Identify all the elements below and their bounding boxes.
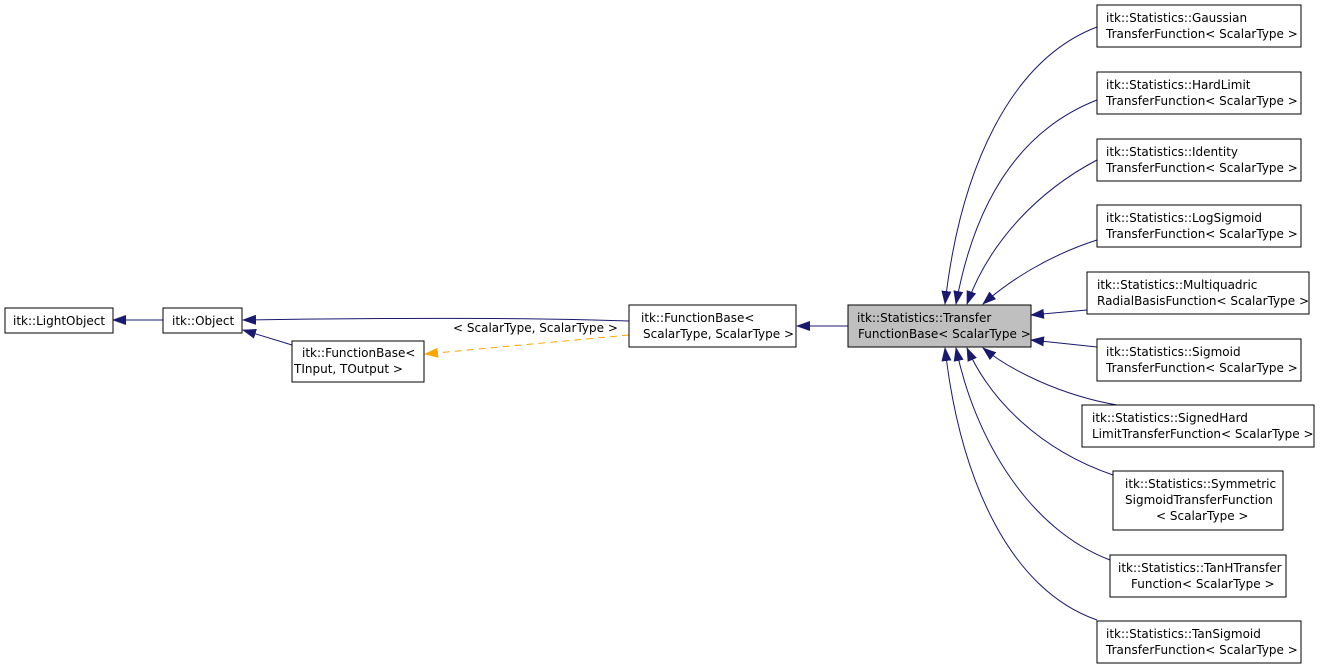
edge-logsigmoid-to-base xyxy=(982,239,1098,305)
svg-text:itk::Statistics::TanSigmoid: itk::Statistics::TanSigmoid xyxy=(1106,627,1261,641)
svg-text:itk::FunctionBase<: itk::FunctionBase< xyxy=(641,311,754,325)
node-gaussian-transfer-function[interactable]: itk::Statistics::Gaussian TransferFuncti… xyxy=(1096,4,1302,48)
svg-text:itk::Object: itk::Object xyxy=(172,314,234,328)
svg-text:TransferFunction< ScalarType >: TransferFunction< ScalarType > xyxy=(1105,361,1298,375)
edge-identity-to-base xyxy=(966,159,1098,305)
edge-tanh-to-base xyxy=(953,347,1111,561)
node-symmetric-sigmoid-transfer-function[interactable]: itk::Statistics::Symmetric SigmoidTransf… xyxy=(1112,470,1284,531)
node-object[interactable]: itk::Object xyxy=(162,307,243,334)
svg-text:itk::Statistics::Multiquadric: itk::Statistics::Multiquadric xyxy=(1097,278,1257,292)
svg-text:TransferFunction< ScalarType >: TransferFunction< ScalarType > xyxy=(1105,94,1298,108)
node-tanh-transfer-function[interactable]: itk::Statistics::TanHTransfer Function< … xyxy=(1109,554,1287,598)
edge-symmetric-to-base xyxy=(966,347,1114,476)
node-function-base-scalartype[interactable]: itk::FunctionBase< ScalarType, ScalarTyp… xyxy=(628,304,797,348)
edge-sigmoid-to-base xyxy=(1030,336,1098,348)
svg-text:itk::Statistics::HardLimit: itk::Statistics::HardLimit xyxy=(1106,78,1251,92)
edge-hardlimit-to-base xyxy=(953,99,1098,305)
node-sigmoid-transfer-function[interactable]: itk::Statistics::Sigmoid TransferFunctio… xyxy=(1096,338,1302,382)
edge-template-instantiation xyxy=(424,334,630,358)
svg-text:itk::Statistics::Gaussian: itk::Statistics::Gaussian xyxy=(1106,11,1247,25)
edge-functionbase-st-to-object xyxy=(242,314,630,325)
node-transfer-function-base[interactable]: itk::Statistics::Transfer FunctionBase< … xyxy=(847,304,1032,348)
svg-text:FunctionBase< ScalarType >: FunctionBase< ScalarType > xyxy=(858,327,1031,341)
svg-text:LimitTransferFunction< ScalarT: LimitTransferFunction< ScalarType > xyxy=(1092,427,1314,441)
svg-text:Function< ScalarType >: Function< ScalarType > xyxy=(1131,577,1275,591)
edge-gaussian-to-base xyxy=(941,26,1098,305)
template-args-label: < ScalarType, ScalarType > xyxy=(453,321,618,335)
svg-text:itk::LightObject: itk::LightObject xyxy=(13,314,105,328)
node-identity-transfer-function[interactable]: itk::Statistics::Identity TransferFuncti… xyxy=(1096,138,1302,182)
svg-text:SigmoidTransferFunction: SigmoidTransferFunction xyxy=(1125,493,1273,507)
svg-text:TransferFunction< ScalarType >: TransferFunction< ScalarType > xyxy=(1105,643,1298,657)
edge-multiquadric-to-base xyxy=(1030,308,1088,319)
node-signedhard-limit-transfer-function[interactable]: itk::Statistics::SignedHard LimitTransfe… xyxy=(1081,404,1315,448)
svg-text:ScalarType, ScalarType >: ScalarType, ScalarType > xyxy=(643,327,794,341)
svg-text:itk::Statistics::LogSigmoid: itk::Statistics::LogSigmoid xyxy=(1106,211,1262,225)
svg-text:< ScalarType >: < ScalarType > xyxy=(1156,509,1249,523)
svg-text:itk::Statistics::TanHTransfer: itk::Statistics::TanHTransfer xyxy=(1118,561,1282,575)
svg-text:TransferFunction< ScalarType >: TransferFunction< ScalarType > xyxy=(1105,27,1298,41)
node-light-object[interactable]: itk::LightObject xyxy=(4,307,114,334)
svg-text:itk::Statistics::Sigmoid: itk::Statistics::Sigmoid xyxy=(1106,345,1241,359)
svg-text:itk::Statistics::SignedHard: itk::Statistics::SignedHard xyxy=(1092,411,1248,425)
edge-signedhard-to-base xyxy=(982,347,1118,406)
svg-text:RadialBasisFunction< ScalarTyp: RadialBasisFunction< ScalarType > xyxy=(1097,294,1309,308)
node-multiquadric-radial-basis-function[interactable]: itk::Statistics::Multiquadric RadialBasi… xyxy=(1086,271,1310,315)
node-tansigmoid-transfer-function[interactable]: itk::Statistics::TanSigmoid TransferFunc… xyxy=(1096,620,1302,664)
svg-text:TInput, TOutput >: TInput, TOutput > xyxy=(293,362,403,376)
node-hardlimit-transfer-function[interactable]: itk::Statistics::HardLimit TransferFunct… xyxy=(1096,71,1302,115)
svg-text:itk::Statistics::Transfer: itk::Statistics::Transfer xyxy=(857,311,991,325)
svg-text:itk::Statistics::Symmetric: itk::Statistics::Symmetric xyxy=(1125,477,1276,491)
node-logsigmoid-transfer-function[interactable]: itk::Statistics::LogSigmoid TransferFunc… xyxy=(1096,204,1302,248)
edge-functionbase-tio-to-object xyxy=(242,329,293,346)
svg-text:TransferFunction< ScalarType >: TransferFunction< ScalarType > xyxy=(1105,161,1298,175)
svg-text:itk::Statistics::Identity: itk::Statistics::Identity xyxy=(1106,145,1238,159)
edge-tansigmoid-to-base xyxy=(941,347,1098,621)
svg-text:itk::FunctionBase<: itk::FunctionBase< xyxy=(302,346,415,360)
node-function-base-tinput-toutput[interactable]: itk::FunctionBase< TInput, TOutput > xyxy=(291,340,425,383)
svg-text:TransferFunction< ScalarType >: TransferFunction< ScalarType > xyxy=(1105,227,1298,241)
